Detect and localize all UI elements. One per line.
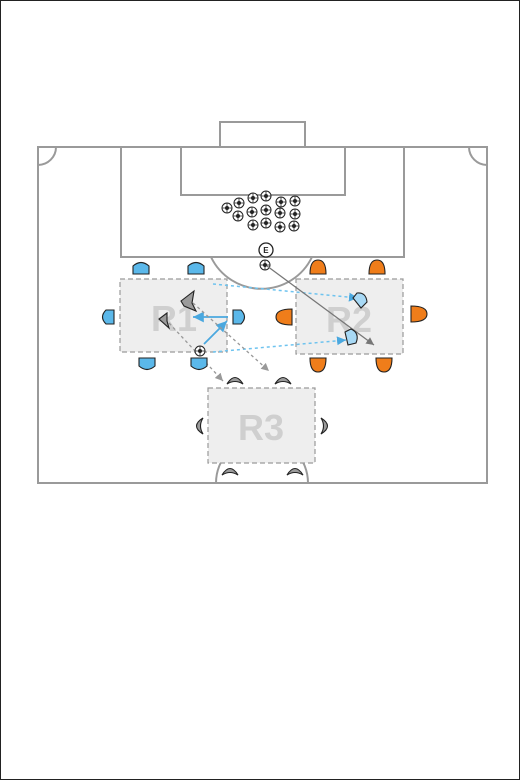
ball-icon — [289, 195, 301, 207]
neutral-player — [286, 467, 304, 476]
goal-area — [180, 146, 346, 196]
blue-player — [232, 309, 246, 325]
zone-r3-label: R3 — [238, 407, 284, 448]
ball-icon — [221, 202, 233, 214]
goal — [219, 121, 306, 148]
orange-player — [368, 259, 386, 275]
coach-marker: E — [258, 242, 274, 258]
ball-icon — [289, 208, 301, 220]
run-arrow — [192, 302, 270, 372]
coach-label: E — [263, 246, 269, 255]
orange-player — [309, 357, 327, 373]
ball-icon — [247, 219, 259, 231]
ball-icon — [260, 217, 272, 229]
run-arrow — [168, 322, 224, 382]
ball-bank — [221, 190, 301, 271]
ball-icon — [247, 192, 259, 204]
ball-icon — [274, 221, 286, 233]
ball-icon — [259, 259, 271, 271]
pitch — [37, 121, 488, 484]
match-balls — [194, 345, 206, 357]
orange-player — [309, 259, 327, 275]
blue-player — [352, 292, 368, 309]
pass-arrow — [212, 336, 347, 353]
ball-icon — [260, 190, 272, 202]
neutral-player — [226, 376, 244, 385]
penalty-area — [120, 146, 405, 258]
ball-icon — [232, 210, 244, 222]
ball-icon — [233, 197, 245, 209]
blue-player — [187, 261, 205, 275]
ball-icon — [274, 207, 286, 219]
neutral-player — [180, 289, 198, 313]
zone-r1: R1 — [119, 278, 228, 353]
corner-arc-left — [37, 146, 57, 166]
orange-player — [375, 357, 393, 373]
ball-icon — [260, 204, 272, 216]
neutral-player — [221, 467, 239, 476]
neutral-player — [195, 417, 204, 435]
blue-player — [132, 261, 150, 275]
blue-player — [138, 357, 156, 371]
run-arrow — [266, 265, 375, 346]
pass-arrow — [212, 283, 359, 302]
ball-icon — [275, 196, 287, 208]
orange-team — [275, 259, 428, 373]
blue-team — [101, 261, 368, 371]
pass-arrow — [203, 320, 228, 345]
movement-arrows — [168, 265, 375, 382]
orange-player — [410, 305, 428, 323]
ball-icon — [194, 345, 206, 357]
orange-player — [275, 308, 293, 326]
neutral-player — [274, 376, 292, 385]
ball-icon — [246, 206, 258, 218]
ball-icon — [288, 220, 300, 232]
corner-arc-right — [468, 146, 488, 166]
neutral-player — [158, 311, 171, 330]
neutral-player — [320, 417, 329, 435]
neutral-players — [158, 289, 329, 476]
blue-player — [344, 328, 358, 346]
zone-r3: R3 — [207, 387, 316, 464]
blue-player — [190, 357, 208, 371]
blue-player — [101, 309, 115, 325]
